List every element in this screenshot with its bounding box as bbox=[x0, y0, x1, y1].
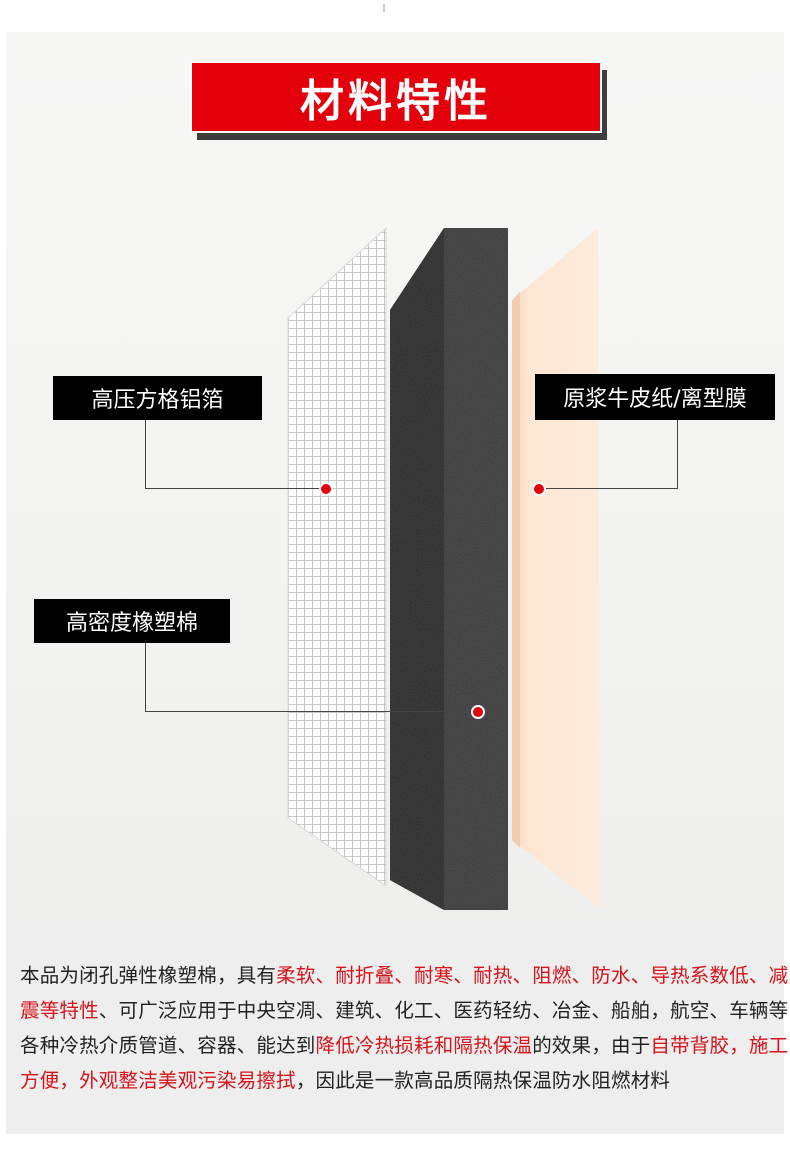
desc-segment: 、可广泛应用于中央空凋、建筑、化工、医药轻纺、冶金、船舶，航空、车辆等各种冷热介… bbox=[20, 999, 789, 1057]
callout-line-foam-v bbox=[145, 643, 146, 712]
label-foam: 高密度橡塑棉 bbox=[34, 599, 230, 643]
kraft-paper-layer bbox=[512, 228, 600, 908]
product-description: 本品为闭孔弹性橡塑棉，具有柔软、耐折叠、耐寒、耐热、阻燃、防水、导热系数低、减震… bbox=[20, 958, 790, 1098]
desc-segment: ，因此是一款高品质隔热保温防水阻燃材料 bbox=[295, 1069, 671, 1092]
label-aluminium-foil: 高压方格铝箔 bbox=[53, 376, 262, 420]
page-title: 材料特性 bbox=[190, 61, 602, 133]
marker-dot-foam bbox=[471, 705, 485, 719]
label-kraft-paper: 原浆牛皮纸/离型膜 bbox=[535, 374, 775, 420]
desc-highlight: 柔软、耐折叠、耐寒、耐热、阻燃、防水、导热系数低、减震等特性 bbox=[20, 964, 789, 1022]
desc-highlight: 降低冷热损耗和隔热保温 bbox=[315, 1034, 533, 1057]
top-divider-tick bbox=[383, 4, 385, 12]
description-panel bbox=[6, 920, 784, 1134]
callout-line-foil-h bbox=[145, 488, 325, 489]
desc-segment: 的效果，由于 bbox=[532, 1034, 651, 1057]
marker-dot-paper bbox=[532, 482, 546, 496]
desc-highlight: 自带背胶，施工方便，外观整洁美观污染易擦拭 bbox=[20, 1034, 789, 1092]
callout-line-paper-v bbox=[677, 420, 678, 489]
aluminium-foil-layer bbox=[288, 228, 386, 886]
desc-segment: 本品为闭孔弹性橡塑棉，具有 bbox=[20, 964, 277, 987]
callout-line-foam-h bbox=[145, 711, 477, 712]
marker-dot-foil bbox=[319, 482, 333, 496]
callout-line-paper-h bbox=[538, 488, 678, 489]
callout-line-foil-v bbox=[145, 420, 146, 489]
